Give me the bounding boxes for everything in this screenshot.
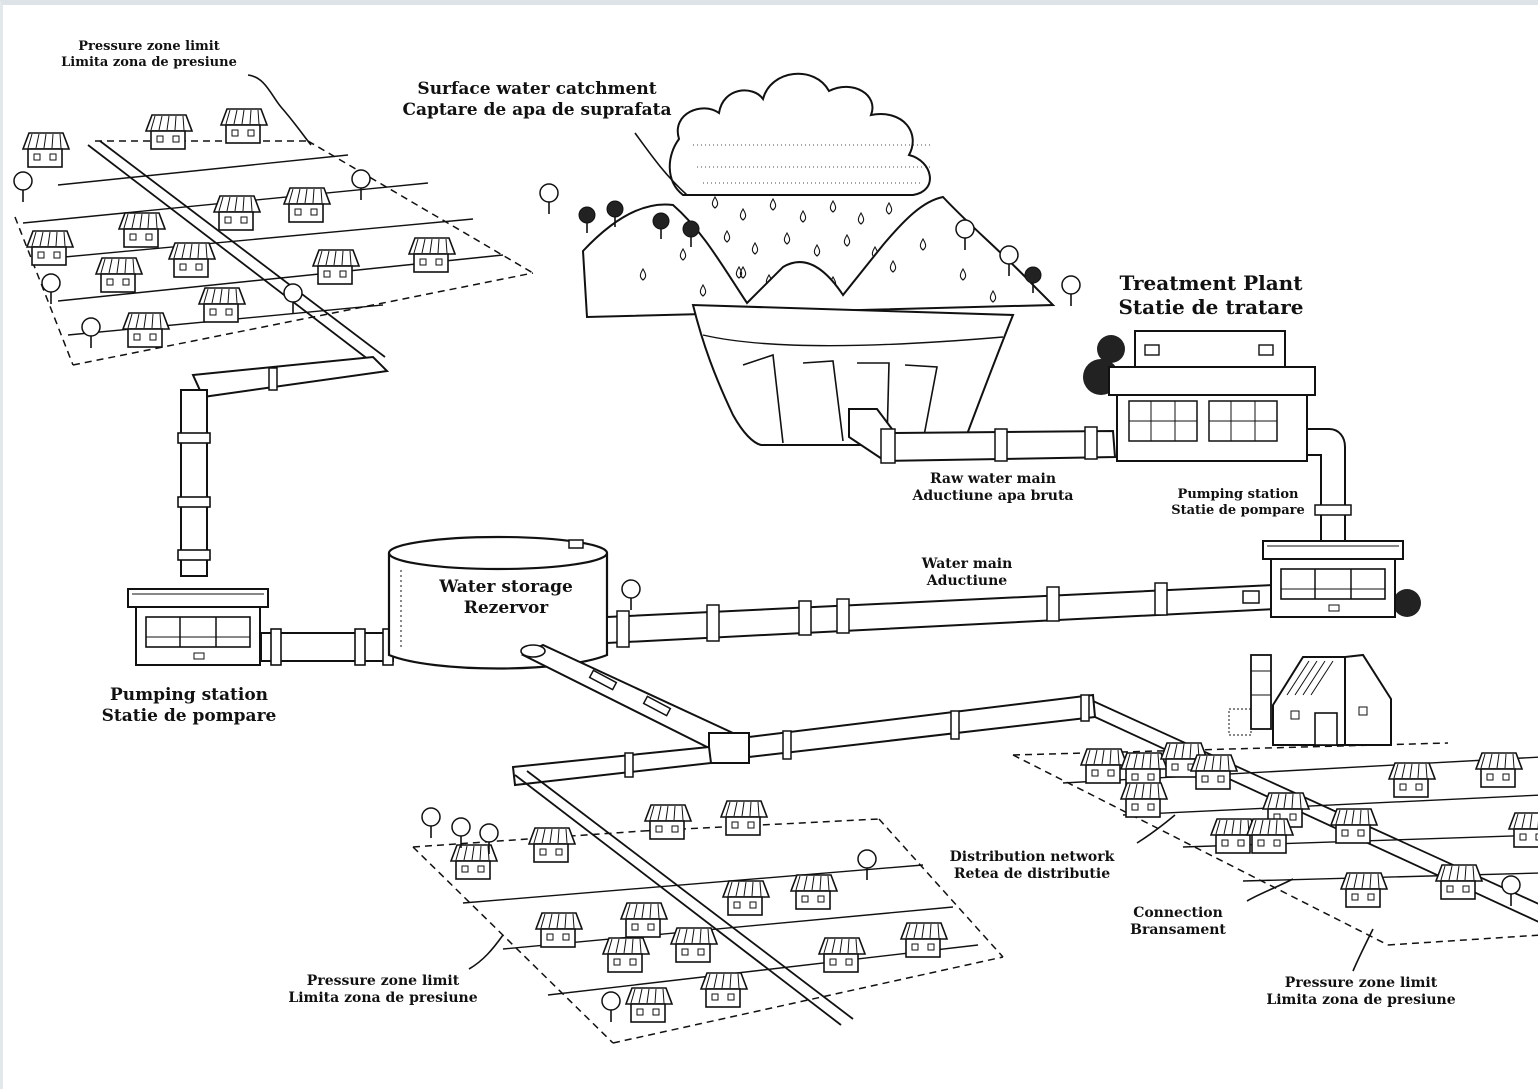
pressure-zone-bottom-right-en: Pressure zone limit xyxy=(1284,975,1438,991)
pressure-zone-label-top: Pressure zone limit Limita zona de presi… xyxy=(39,39,259,71)
water-main-pipe xyxy=(606,582,1277,648)
pipe-plant-to-pump xyxy=(1306,428,1352,542)
water-storage-tank xyxy=(387,535,609,670)
connection-pointer xyxy=(1246,878,1294,902)
pipe-junction-to-zone-b xyxy=(511,745,854,1026)
pumping-station-right-label: Pumping station Statie de pompare xyxy=(1151,487,1325,519)
surface-water-label: Surface water catchment Captare de apa d… xyxy=(387,79,687,120)
treatment-plant xyxy=(1083,330,1316,462)
raw-water-main-label: Raw water main Aductiune apa bruta xyxy=(893,471,1093,505)
illustration xyxy=(13,72,1538,1044)
pressure-zone-pointer-top xyxy=(247,74,312,146)
raw-water-main-en: Raw water main xyxy=(929,471,1057,487)
pressure-zone-bottom-left-en: Pressure zone limit xyxy=(306,973,460,989)
pumping-station-left-ro: Statie de pompare xyxy=(101,705,277,726)
treatment-plant-ro: Statie de tratare xyxy=(1118,295,1304,320)
distribution-network-label: Distribution network Retea de distributi… xyxy=(933,849,1131,883)
treatment-plant-label: Treatment Plant Statie de tratare xyxy=(1091,271,1331,320)
factory-building xyxy=(1228,653,1392,746)
distribution-network-ro: Retea de distributie xyxy=(953,866,1111,883)
distribution-network-en: Distribution network xyxy=(949,849,1115,865)
pressure-zone-top-en: Pressure zone limit xyxy=(78,39,220,54)
pumping-station-left-label: Pumping station Statie de pompare xyxy=(87,685,291,726)
pressure-zone-pointer-left xyxy=(468,934,504,970)
connection-en: Connection xyxy=(1133,905,1223,921)
water-storage-en: Water storage xyxy=(439,577,573,597)
pressure-zone-label-bottom-right: Pressure zone limit Limita zona de presi… xyxy=(1253,975,1469,1009)
zone-c-grid xyxy=(1012,742,1538,946)
pipe-storage-to-junction xyxy=(520,643,750,764)
zone-a-grid xyxy=(13,108,534,366)
pipe-zone-a-to-pump xyxy=(177,355,390,577)
pressure-zone-pointer-right xyxy=(1352,928,1374,972)
pressure-zone-bottom-left-ro: Limita zona de presiune xyxy=(288,990,478,1007)
water-storage-label: Water storage Rezervor xyxy=(421,577,591,618)
pumping-station-left-en: Pumping station xyxy=(109,685,269,705)
water-main-en: Water main xyxy=(921,556,1013,572)
water-storage-ro: Rezervor xyxy=(463,597,549,618)
pumping-station-right-ro: Statie de pompare xyxy=(1171,502,1305,518)
treatment-plant-en: Treatment Plant xyxy=(1119,271,1303,295)
pressure-zone-top-ro: Limita zona de presiune xyxy=(61,54,237,70)
pressure-zone-bottom-right-ro: Limita zona de presiune xyxy=(1266,992,1456,1009)
raw-water-main-ro: Aductiune apa bruta xyxy=(912,488,1074,505)
raw-water-main-pipe xyxy=(848,408,1117,464)
pumping-station-right-en: Pumping station xyxy=(1177,487,1299,502)
pumping-station-left xyxy=(127,588,269,666)
surface-water-ro: Captare de apa de suprafata xyxy=(402,99,672,120)
zone-b-grid xyxy=(412,800,1004,1044)
pipe-pump-to-storage xyxy=(260,628,394,666)
surface-water-en: Surface water catchment xyxy=(417,79,657,99)
water-main-ro: Aductiune xyxy=(926,573,1008,590)
catchment-area xyxy=(539,72,1081,446)
catchment-pointer xyxy=(634,132,688,196)
connection-ro: Bransament xyxy=(1130,922,1226,939)
connection-label: Connection Bransament xyxy=(1113,905,1243,939)
water-main-label: Water main Aductiune xyxy=(895,556,1039,590)
pressure-zone-label-bottom-left: Pressure zone limit Limita zona de presi… xyxy=(275,973,491,1007)
pumping-station-right xyxy=(1262,540,1404,618)
distribution-network-pointer xyxy=(1136,814,1176,844)
